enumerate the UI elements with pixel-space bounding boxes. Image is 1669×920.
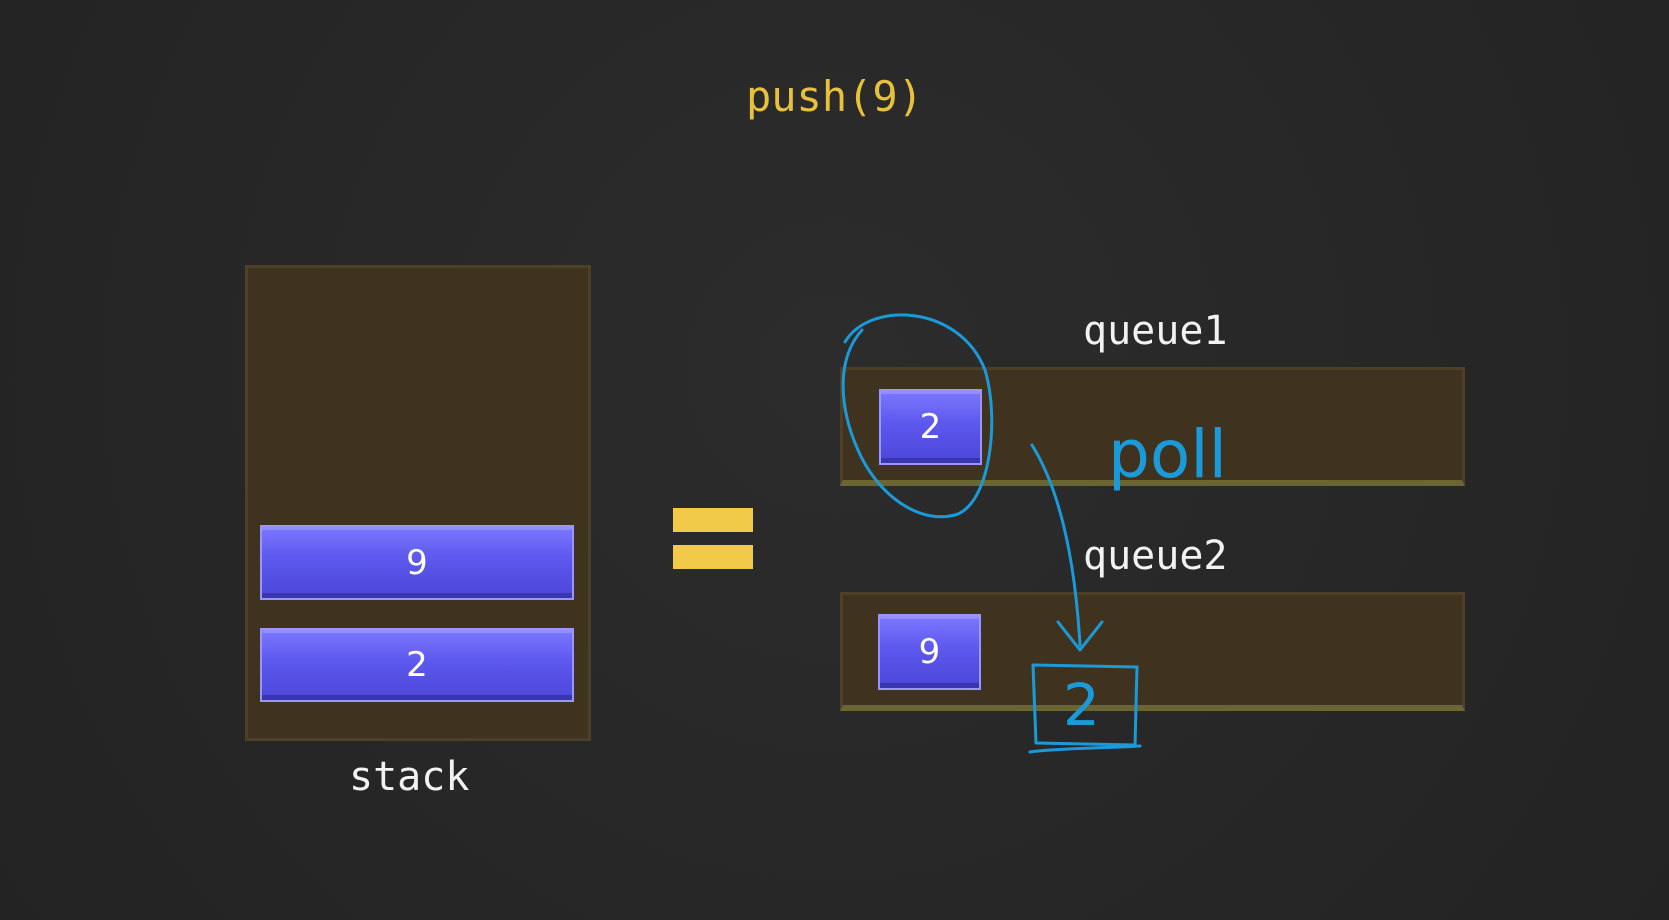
- stack-item-top: 9: [260, 525, 574, 600]
- arrow-icon: [1030, 443, 1082, 647]
- equals-bar-bottom: [673, 545, 753, 569]
- operation-title: push(9): [745, 72, 923, 121]
- queue2-label: queue2: [1083, 533, 1228, 579]
- queue2-item: 9: [878, 614, 981, 690]
- equals-bar-top: [673, 508, 753, 532]
- queue1-item: 2: [879, 389, 982, 465]
- poll-annotation: poll: [1108, 416, 1227, 493]
- moved-value-annotation: 2: [1063, 671, 1100, 739]
- queue1-label: queue1: [1083, 308, 1228, 354]
- circle-annotation: [841, 313, 994, 519]
- stack-label: stack: [349, 754, 470, 800]
- stack-item-bottom: 2: [260, 628, 574, 702]
- arrow-head-icon: [1056, 620, 1104, 652]
